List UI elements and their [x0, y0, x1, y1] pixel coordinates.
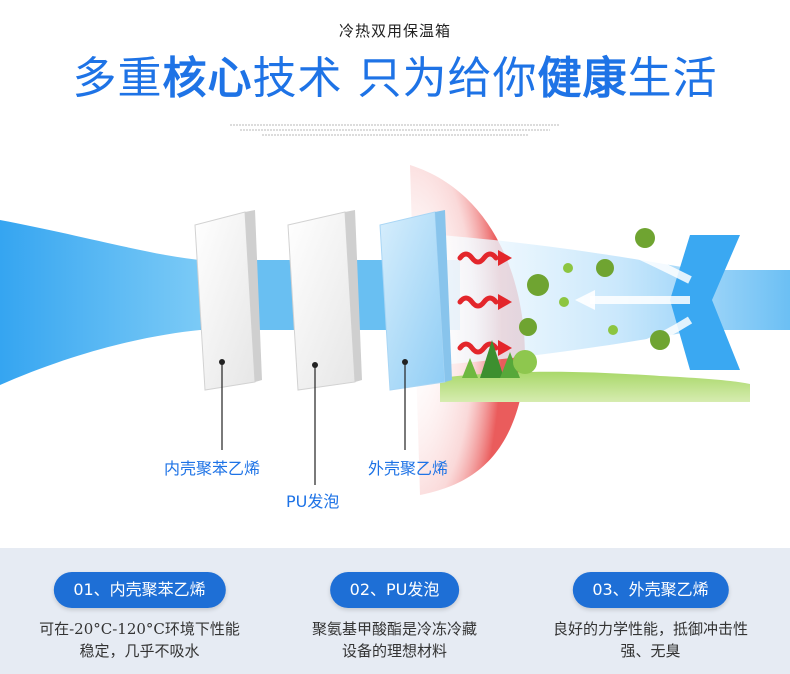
heat-arrows: [457, 251, 499, 355]
diagram-illustration: [0, 165, 790, 495]
header: 冷热双用保温箱 多重核心技术 只为给你健康生活: [0, 0, 790, 140]
headline-part4: 健康: [537, 53, 628, 104]
product-subtitle: 冷热双用保温箱: [338, 22, 451, 40]
feature-desc-3-line1: 良好的力学性能，抵御冲击性: [552, 620, 748, 638]
feature-desc-3: 良好的力学性能，抵御冲击性 强、无臭: [519, 618, 782, 662]
fine-print-decoration: [0, 122, 790, 142]
label-outer-shell: 外壳聚乙烯: [368, 459, 449, 478]
grass-scene: [440, 371, 750, 402]
panel-pu-foam: [287, 211, 356, 391]
feature-desc-3-line2: 强、无臭: [620, 642, 681, 660]
feature-desc-1-line2: 稳定，几乎不吸水: [79, 642, 200, 660]
label-inner-shell: 内壳聚苯乙烯: [164, 459, 261, 478]
feature-title-2: 02、PU发泡: [329, 572, 460, 608]
label-pu-foam: PU发泡: [286, 492, 340, 511]
feature-desc-2-line2: 设备的理想材料: [341, 642, 447, 660]
trees: [462, 340, 537, 378]
feature-title-1: 01、内壳聚苯乙烯: [53, 572, 226, 608]
feature-desc-1-line1: 可在-20°C-120°C环境下性能: [39, 620, 240, 638]
cold-air-flow-left: [0, 220, 200, 385]
insulation-diagram: 内壳聚苯乙烯 PU发泡 外壳聚乙烯: [0, 140, 790, 540]
headline-part2: 核心: [162, 53, 253, 104]
feature-desc-2: 聚氨基甲酸酯是冷冻冷藏 设备的理想材料: [263, 618, 526, 662]
panel-outer-shell: [379, 211, 446, 391]
feature-card-3: 03、外壳聚乙烯 良好的力学性能，抵御冲击性 强、无臭: [519, 568, 782, 674]
feature-card-1: 01、内壳聚苯乙烯 可在-20°C-120°C环境下性能 稳定，几乎不吸水: [8, 568, 271, 674]
headline-part5: 生活: [627, 53, 718, 104]
headline-part1: 多重: [72, 53, 163, 104]
feature-desc-1: 可在-20°C-120°C环境下性能 稳定，几乎不吸水: [8, 618, 271, 662]
feature-title-3: 03、外壳聚乙烯: [572, 572, 729, 608]
feature-desc-2-line1: 聚氨基甲酸酯是冷冻冷藏: [311, 620, 477, 638]
features-section: 01、内壳聚苯乙烯 可在-20°C-120°C环境下性能 稳定，几乎不吸水 02…: [0, 548, 790, 674]
feature-card-2: 02、PU发泡 聚氨基甲酸酯是冷冻冷藏 设备的理想材料: [263, 568, 526, 674]
headline: 多重核心技术 只为给你健康生活: [0, 42, 790, 106]
panel-inner-shell: [194, 211, 256, 391]
bacteria-group: [519, 228, 670, 350]
incoming-arrow-right: [670, 235, 740, 370]
fine-print-lines: [230, 124, 560, 136]
headline-part3: 技术 只为给你: [252, 53, 538, 104]
